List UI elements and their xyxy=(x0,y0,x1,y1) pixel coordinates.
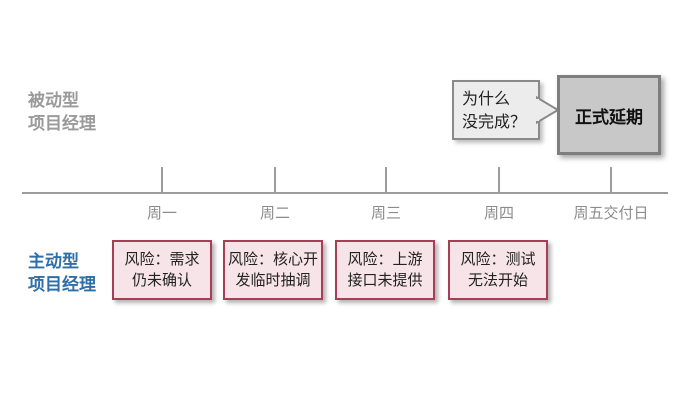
risk-tue-line1: 风险：核心开 xyxy=(227,250,318,268)
day-label-mon: 周一 xyxy=(146,204,178,222)
risk-wed-line1: 风险：上游 xyxy=(347,250,423,268)
risk-thu-line1: 风险：测试 xyxy=(460,250,536,268)
question-line2: 没完成？ xyxy=(462,112,527,131)
formal-delay-box: 正式延期 xyxy=(557,75,661,155)
risk-tue-line2: 发临时抽调 xyxy=(235,271,311,289)
day-label-thu: 周四 xyxy=(483,204,515,222)
risk-box-wed: 风险：上游 接口未提供 xyxy=(335,240,435,300)
day-label-tue: 周二 xyxy=(259,204,291,222)
tick-thu xyxy=(498,167,500,193)
tick-fri xyxy=(610,167,612,193)
day-label-wed: 周三 xyxy=(370,204,402,222)
passive-pm-label-line2: 项目经理 xyxy=(28,114,96,134)
tick-mon xyxy=(161,167,163,193)
passive-pm-label: 被动型 项目经理 xyxy=(28,90,96,136)
risk-wed-line2: 接口未提供 xyxy=(347,271,423,289)
active-pm-label-line2: 项目经理 xyxy=(28,275,96,295)
active-pm-label: 主动型 项目经理 xyxy=(28,251,96,297)
tick-tue xyxy=(274,167,276,193)
tick-wed xyxy=(385,167,387,193)
question-bubble: 为什么 没完成？ xyxy=(452,80,540,140)
bubble-tail xyxy=(536,95,560,125)
day-label-fri: 周五交付日 xyxy=(573,204,649,222)
risk-mon-line1: 风险：需求 xyxy=(124,250,200,268)
timeline-axis xyxy=(22,192,668,194)
risk-mon-line2: 仍未确认 xyxy=(131,271,192,289)
risk-box-tue: 风险：核心开 发临时抽调 xyxy=(223,240,323,300)
question-line1: 为什么 xyxy=(462,89,511,108)
risk-thu-line2: 无法开始 xyxy=(467,271,528,289)
passive-pm-label-line1: 被动型 xyxy=(28,91,79,111)
risk-box-thu: 风险：测试 无法开始 xyxy=(448,240,548,300)
risk-box-mon: 风险：需求 仍未确认 xyxy=(112,240,212,300)
active-pm-label-line1: 主动型 xyxy=(28,252,79,272)
